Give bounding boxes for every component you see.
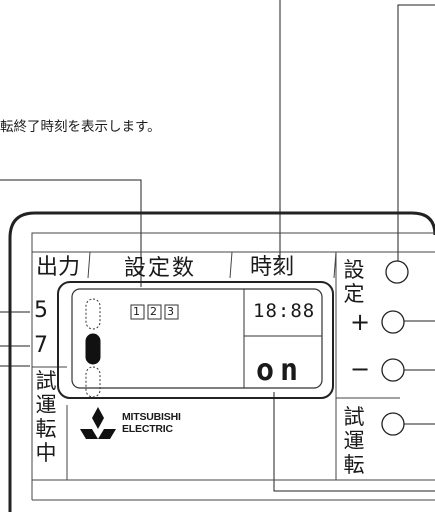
plus-button-label[interactable]: +	[350, 308, 371, 336]
number-box-1: 1	[133, 305, 140, 318]
brand-line-2: ELECTRIC	[122, 423, 173, 435]
lcd-status: on	[256, 353, 305, 388]
set-button-label[interactable]: 設定	[343, 258, 365, 306]
header-setting-count-label: 設定数	[124, 256, 197, 281]
plus-button-circle	[381, 310, 405, 334]
number-box-2: 2	[150, 305, 157, 318]
segment-top	[85, 298, 101, 330]
lcd-clock: 18:88	[253, 300, 316, 322]
leader-line-number-boxes	[0, 179, 142, 287]
segment-middle	[85, 333, 101, 365]
test-run-button-label[interactable]: 試運転	[343, 405, 365, 477]
housing-outer	[8, 211, 435, 512]
header-output-label: 出力	[36, 255, 81, 280]
lcd-frame	[57, 281, 334, 399]
brand-line-1: MITSUBISHI	[122, 411, 181, 423]
number-box-3: 3	[167, 305, 174, 318]
lcd-screen	[71, 288, 323, 389]
left-label-7: 7	[34, 333, 48, 358]
minus-button-circle	[381, 358, 405, 382]
panel-inner	[31, 232, 435, 500]
caption-text: 転終了時刻を表示します。	[0, 119, 161, 135]
left-label-5: 5	[34, 298, 48, 323]
segment-bottom	[85, 366, 101, 398]
minus-button-label[interactable]: −	[350, 355, 371, 383]
mitsubishi-logo-icon	[80, 407, 116, 439]
leader-line-set	[397, 4, 435, 262]
set-button-circle	[385, 260, 409, 284]
header-time-label: 時刻	[250, 255, 295, 280]
left-label-test-run: 試運転中	[35, 369, 57, 465]
leader-line-status	[273, 392, 435, 492]
test-button-circle	[381, 412, 405, 436]
